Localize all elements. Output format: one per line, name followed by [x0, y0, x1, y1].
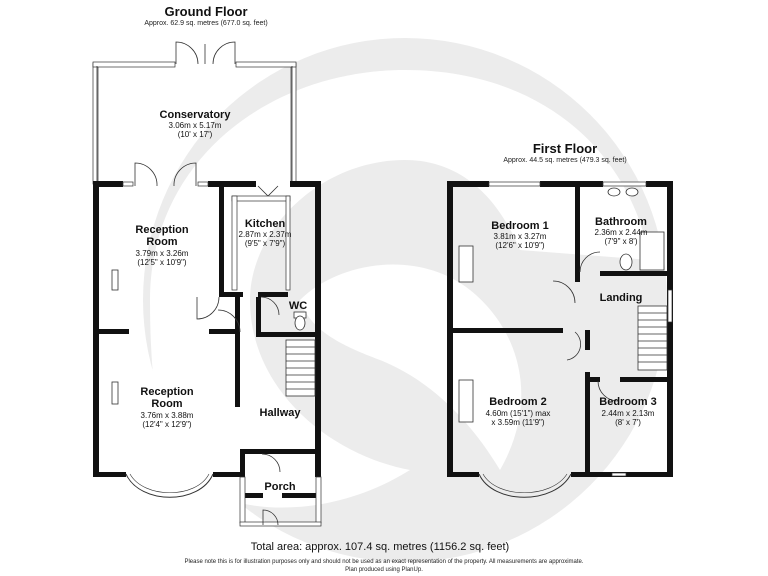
porch-label: Porch [264, 481, 295, 493]
kitchen-dim-metric: 2.87m x 2.37m [239, 230, 292, 239]
reception-room-2-dim-metric: 3.76m x 3.88m [141, 411, 194, 420]
watermark-logo [143, 38, 667, 562]
ground-floor-title: Ground Floor [164, 4, 247, 19]
bedroom-3-label: Bedroom 3 [599, 396, 656, 408]
reception-room-1-label-line1: Reception [135, 224, 188, 236]
bedroom-2-dim-line2: x 3.59m (11'9") [491, 418, 544, 427]
bathroom-label: Bathroom [595, 216, 647, 228]
bedroom-1-label: Bedroom 1 [491, 220, 548, 232]
bedroom-2-dim-line1: 4.60m (15'1") max [486, 409, 551, 418]
reception-room-2-dim-imperial: (12'4" x 12'9") [142, 420, 192, 429]
reception-room-2-label-line1: Reception [140, 386, 193, 398]
ground-floor-area: Approx. 62.9 sq. metres (677.0 sq. feet) [144, 20, 267, 27]
ground-floor-plan [92, 41, 322, 527]
first-floor-plan [447, 181, 673, 498]
wc-label: WC [289, 300, 307, 312]
disclaimer-line-2: Plan produced using PlanUp. [345, 567, 423, 573]
bathroom-dim-imperial: (7'9" x 8') [604, 237, 637, 246]
reception-room-2-label-line2: Room [151, 398, 182, 410]
kitchen-label: Kitchen [245, 218, 286, 230]
hallway-label: Hallway [260, 407, 302, 419]
total-area: Total area: approx. 107.4 sq. metres (11… [251, 541, 509, 553]
kitchen-dim-imperial: (9'5" x 7'9") [245, 239, 286, 248]
conservatory-dim-imperial: (10' x 17') [178, 130, 213, 139]
first-floor-title: First Floor [533, 141, 597, 156]
bedroom-3-dim-metric: 2.44m x 2.13m [602, 409, 655, 418]
wc-toilet-fixture [293, 311, 307, 331]
bedroom-1-dim-imperial: (12'6" x 10'9") [495, 241, 545, 250]
bedroom-1-dim-metric: 3.81m x 3.27m [494, 232, 547, 241]
disclaimer-line-1: Please note this is for illustration pur… [184, 559, 583, 565]
bathroom-dim-metric: 2.36m x 2.44m [595, 228, 648, 237]
first-floor-stairs [637, 305, 668, 371]
ground-stairs [285, 339, 316, 397]
landing-label: Landing [600, 292, 643, 304]
reception-room-1-label-line2: Room [146, 236, 177, 248]
conservatory-label: Conservatory [160, 109, 232, 121]
bedroom-2-label: Bedroom 2 [489, 396, 546, 408]
bathroom-fixtures [619, 231, 665, 271]
first-floor-area: Approx. 44.5 sq. metres (479.3 sq. feet) [503, 157, 626, 164]
bedroom-3-dim-imperial: (8' x 7') [615, 418, 641, 427]
reception-room-1-dim-metric: 3.79m x 3.26m [136, 249, 189, 258]
conservatory-dim-metric: 3.06m x 5.17m [169, 121, 222, 130]
reception-room-1-dim-imperial: (12'5" x 10'9") [137, 258, 187, 267]
